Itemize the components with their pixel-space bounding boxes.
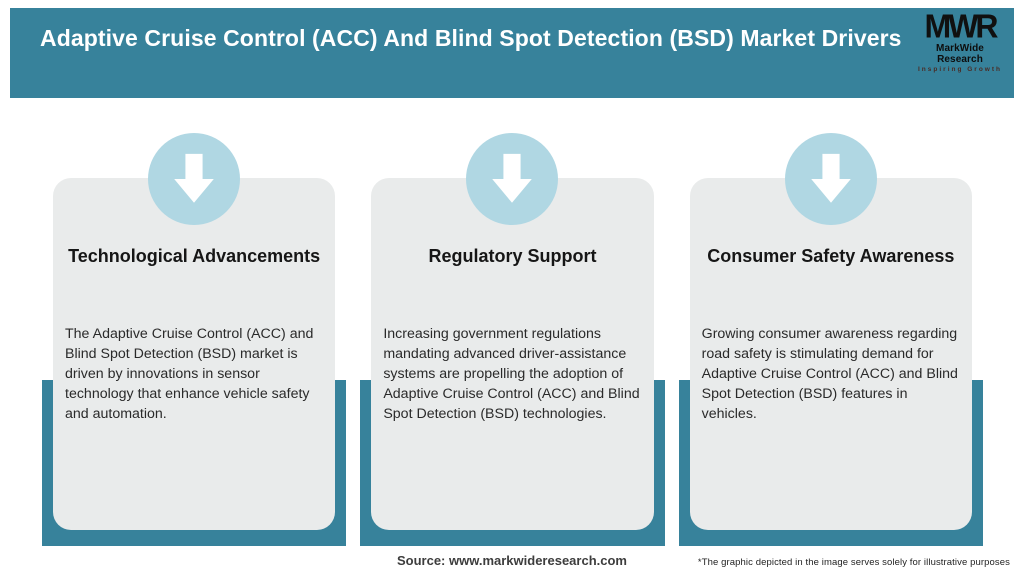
- card-panel: Technological Advancements The Adaptive …: [53, 178, 336, 530]
- brand-name: MarkWide Research: [936, 43, 984, 65]
- footer-source-url: Source: www.markwideresearch.com: [396, 553, 627, 568]
- mwr-monogram-icon: MWR: [924, 7, 999, 45]
- footer-disclaimer: *The graphic depicted in the image serve…: [697, 557, 1010, 568]
- down-arrow-badge: [466, 133, 559, 225]
- down-arrow-badge: [784, 133, 877, 225]
- down-arrow-icon: [174, 153, 214, 203]
- drivers-cards-row: Technological Advancements The Adaptive …: [42, 133, 983, 546]
- card-title: Consumer Safety Awareness: [707, 246, 955, 266]
- card-panel: Consumer Safety Awareness Growing consum…: [689, 178, 972, 530]
- card-title: Technological Advancements: [68, 246, 321, 266]
- card-body: Increasing government regulations mandat…: [383, 326, 640, 422]
- card-body: The Adaptive Cruise Control (ACC) and Bl…: [65, 326, 314, 422]
- brand-tagline: Inspiring Growth: [918, 66, 1002, 73]
- driver-card-technological-advancements: Technological Advancements The Adaptive …: [42, 133, 347, 546]
- card-title: Regulatory Support: [428, 246, 597, 266]
- driver-card-regulatory-support: Regulatory Support Increasing government…: [360, 133, 665, 546]
- card-body: Growing consumer awareness regarding roa…: [701, 326, 958, 422]
- page-title: Adaptive Cruise Control (ACC) And Blind …: [40, 25, 902, 51]
- down-arrow-icon: [811, 153, 851, 203]
- brand-logo: MWR MarkWide Research Inspiring Growth: [912, 7, 1008, 74]
- driver-card-consumer-safety-awareness: Consumer Safety Awareness Growing consum…: [678, 133, 983, 546]
- header-bar: Adaptive Cruise Control (ACC) And Blind …: [10, 8, 1014, 98]
- down-arrow-icon: [492, 153, 533, 203]
- down-arrow-badge: [148, 133, 241, 225]
- card-panel: Regulatory Support Increasing government…: [371, 178, 654, 530]
